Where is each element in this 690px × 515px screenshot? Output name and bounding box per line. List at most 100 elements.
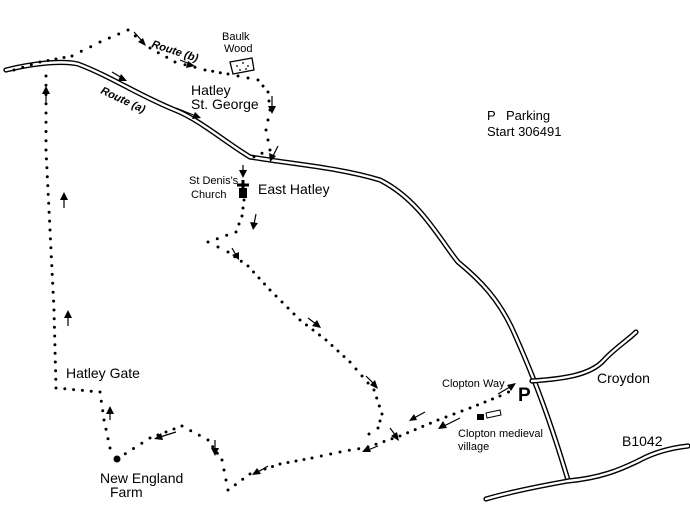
footpath-dot xyxy=(234,230,238,234)
footpath-dot xyxy=(498,394,502,398)
croydon-label: Croydon xyxy=(597,370,650,386)
footpath-dot xyxy=(354,367,358,371)
footpath-dot xyxy=(406,431,410,435)
footpath-dot xyxy=(294,459,298,463)
footpath-dot xyxy=(132,447,135,450)
church-path xyxy=(206,198,384,436)
footpath-dot xyxy=(261,84,265,88)
footpath-dot xyxy=(252,270,255,274)
footpath-dot xyxy=(256,78,260,82)
footpath-dot xyxy=(226,250,230,254)
footpath-dot xyxy=(318,333,321,337)
footpath-dot xyxy=(302,458,306,461)
footpath-dot xyxy=(211,445,215,449)
footpath-dot xyxy=(366,381,370,385)
footpath-dot xyxy=(242,198,246,202)
footpath-dot xyxy=(12,68,16,72)
footpath-dot xyxy=(102,418,106,422)
footpath-dot xyxy=(117,32,121,36)
footpath-dot xyxy=(123,452,127,456)
parking-icon: P xyxy=(518,385,531,406)
footpath-dot xyxy=(224,478,228,482)
footpath-dot xyxy=(264,128,268,132)
footpath-dot xyxy=(421,424,425,428)
footpath-dot xyxy=(126,28,130,32)
footpath-dot xyxy=(246,76,250,80)
hatley-gate-label: Hatley Gate xyxy=(66,365,140,381)
footpath-dot xyxy=(52,308,56,312)
farm-dot-icon xyxy=(113,455,121,463)
arrow-icon xyxy=(250,213,258,230)
arrow-icon xyxy=(409,411,426,421)
footpath-dot xyxy=(50,264,54,268)
footpath-dot xyxy=(54,369,58,373)
footpath-dot xyxy=(239,259,243,263)
footpath-dot xyxy=(44,111,48,115)
footpath-dot xyxy=(140,441,144,445)
footpath-dot xyxy=(45,175,49,179)
footpath-dot xyxy=(268,288,272,292)
farm-path xyxy=(115,390,510,492)
footpath-dot xyxy=(197,433,201,437)
arrow-icon xyxy=(106,406,114,420)
footpath-dot xyxy=(338,450,342,454)
footpath-dot xyxy=(452,412,456,416)
footpath-dot xyxy=(257,276,261,280)
footpath-dot xyxy=(298,318,302,322)
footpath-dot xyxy=(80,388,84,392)
footpath-dot xyxy=(266,90,270,94)
new-england-farm-label-line-2: Farm xyxy=(110,484,143,500)
arrow-icon xyxy=(211,440,219,456)
footpath-dot xyxy=(319,454,323,458)
footpath-dot xyxy=(378,419,382,423)
footpath-dot xyxy=(165,55,169,59)
footpath-dot xyxy=(53,343,57,347)
hatley-st-george-label-line-2: St. George xyxy=(191,96,259,112)
b1042-road xyxy=(483,443,690,502)
arrow-icon xyxy=(307,317,321,328)
footpath-dot xyxy=(222,468,226,472)
start-grid-ref: Start 306491 xyxy=(487,124,561,139)
st-denis-church-label-line-2: Church xyxy=(191,189,226,201)
baulk-wood-label-line-1: Baulk xyxy=(222,31,250,43)
footpath-dot xyxy=(310,456,314,460)
footpath-dot xyxy=(54,386,58,390)
footpath-dot xyxy=(226,72,230,76)
arrow-icon xyxy=(179,59,195,68)
footpath-dot xyxy=(263,282,266,286)
footpath-dot xyxy=(52,317,56,321)
footpath-dot xyxy=(237,222,241,226)
roads xyxy=(3,59,690,502)
footpath-dot xyxy=(216,245,220,249)
footpath-dot xyxy=(241,477,245,481)
footpath-dot xyxy=(372,388,376,392)
footpath-dot xyxy=(49,255,53,259)
arrow-icon xyxy=(42,86,50,102)
arrow-icon xyxy=(438,417,461,429)
arrow-icon xyxy=(365,375,378,389)
footpath-dot xyxy=(148,46,152,50)
footpath-dot xyxy=(413,428,417,432)
arrow-icon xyxy=(64,310,72,326)
clopton-village-label-line-1: Clopton medieval xyxy=(458,428,543,440)
route-a-label: Route (a) xyxy=(99,85,148,116)
footpath-dot xyxy=(267,99,271,103)
arrow-icon xyxy=(231,247,239,260)
footpath-dot xyxy=(172,427,176,431)
footpath-dot xyxy=(246,264,250,268)
footpath-dot xyxy=(104,427,108,431)
footpath-dot xyxy=(180,424,184,428)
footpath-dot xyxy=(53,360,57,364)
footpath-dot xyxy=(189,429,193,433)
arrow-icon xyxy=(111,71,127,81)
footpath-dot xyxy=(483,400,487,404)
footpath-dot xyxy=(54,57,58,61)
footpath-dot xyxy=(274,294,278,298)
footpath-dot xyxy=(49,246,53,250)
footpath-dot xyxy=(29,63,33,67)
clopton-way-label: Clopton Way xyxy=(442,378,505,390)
footpath-dot xyxy=(380,412,384,416)
arrow-icon xyxy=(497,383,516,395)
